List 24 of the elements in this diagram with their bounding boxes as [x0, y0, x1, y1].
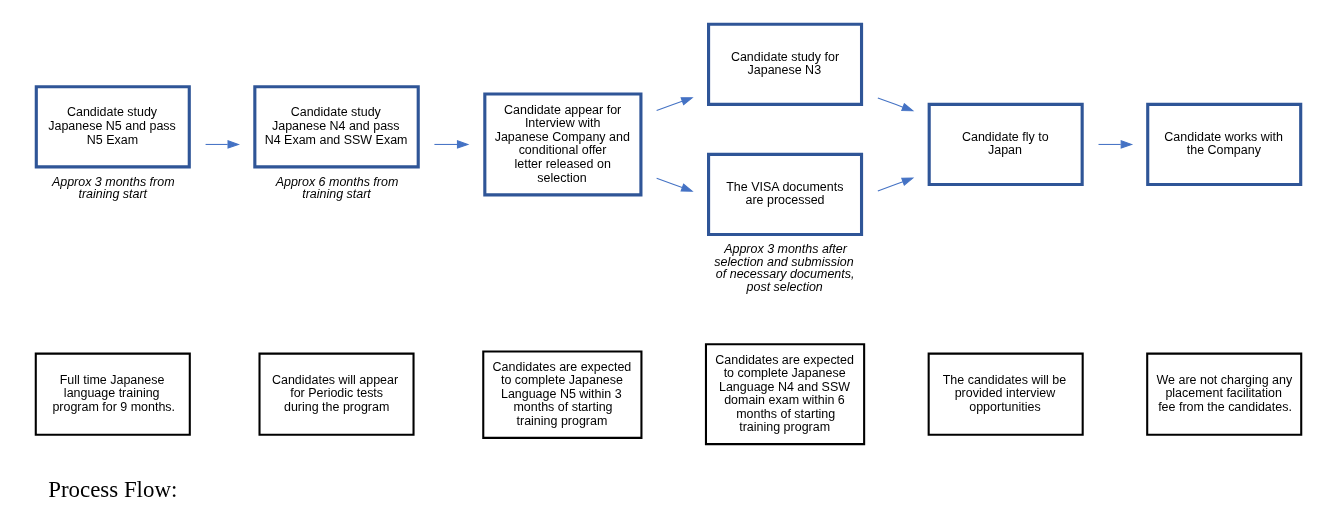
node-box: Candidate study Japanese N5 and pass N5 Exam — [34, 85, 191, 169]
node-box: Candidates will appear for Periodic tests during the program — [258, 352, 415, 436]
node-label: Approx 3 months after selection and submission of necessary documents, post selection — [714, 242, 855, 294]
node-box: Candidate appear for Interview with Japanese Company and conditional offer letter released on selection — [483, 92, 643, 197]
arrow — [1098, 140, 1134, 149]
label: Process Flow: — [48, 476, 178, 502]
node-box: Candidate study for Japanese N3 — [707, 22, 864, 106]
node-box: The candidates will be provided interview opportunities — [927, 352, 1084, 436]
node-label: Approx 6 months from training start — [275, 174, 399, 202]
arrow — [877, 177, 915, 192]
node-box: The VISA documents are processed — [707, 152, 864, 236]
arrow — [656, 177, 694, 192]
arrow — [433, 140, 470, 149]
node-box: Candidate fly to Japan — [927, 102, 1084, 187]
arrow — [877, 97, 915, 112]
arrow — [656, 97, 694, 112]
arrow — [205, 140, 240, 149]
node-box: Full time Japanese language training program for 9 months. — [34, 352, 191, 436]
node-box: Candidates are expected to complete Japanese Language N5 within 3 months of starting training program — [482, 350, 643, 439]
node-label: Approx 3 months from training start — [51, 174, 175, 202]
node-box: Candidates are expected to complete Japanese Language N4 and SSW domain exam within 6 months of starting training program — [704, 343, 866, 446]
node-box: We are not charging any placement facilitation fee from the candidates. — [1146, 352, 1303, 436]
node-box: Candidate works with the Company — [1146, 102, 1303, 187]
node-box: Candidate study Japanese N4 and pass N4 Exam and SSW Exam — [253, 85, 420, 169]
